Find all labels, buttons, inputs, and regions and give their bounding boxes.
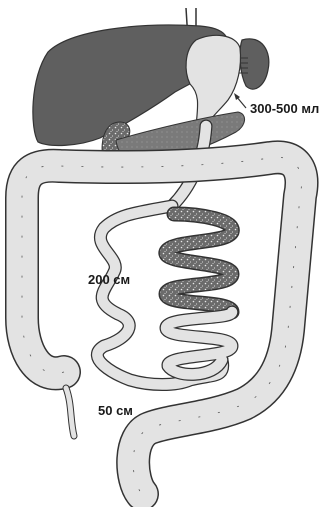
stomach-sleeve — [186, 35, 240, 126]
common-channel-length-label: 50 см — [98, 403, 133, 418]
common-channel — [166, 312, 232, 374]
biliopancreatic-limb — [166, 214, 232, 312]
stomach-volume-label: 300-500 мл — [250, 101, 319, 116]
small-intestine-length-label: 200 см — [88, 272, 130, 287]
gastric-remnant — [240, 39, 269, 89]
